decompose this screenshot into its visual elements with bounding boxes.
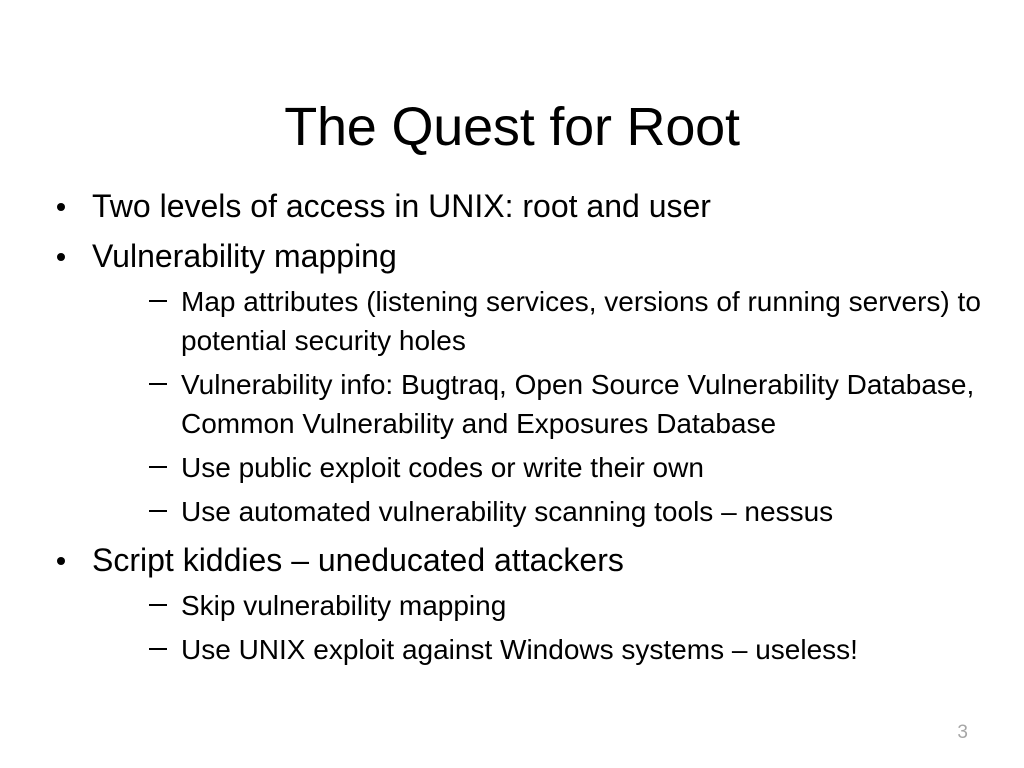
bullet-item-level-2: Map attributes (listening services, vers…: [92, 282, 1010, 360]
bullet-item-level-2: Skip vulnerability mapping: [92, 586, 1010, 625]
bullet-text-level-2: Skip vulnerability mapping: [181, 590, 507, 621]
bullet-dash-icon: [149, 383, 167, 385]
bullet-item-level-2: Use UNIX exploit against Windows systems…: [92, 630, 1010, 669]
bullet-dot-icon: [57, 557, 65, 565]
bullet-item-level-1: Script kiddies – uneducated attackers Sk…: [50, 536, 1010, 669]
bullet-item-level-1: Two levels of access in UNIX: root and u…: [50, 182, 1010, 230]
bullet-dot-icon: [57, 203, 65, 211]
bullet-text-level-1: Script kiddies – uneducated attackers: [92, 542, 624, 578]
bullet-text-level-2: Use automated vulnerability scanning too…: [181, 496, 834, 527]
bullet-text-level-2: Use public exploit codes or write their …: [181, 452, 704, 483]
bullet-text-level-1: Vulnerability mapping: [92, 238, 397, 274]
bullet-dot-icon: [57, 253, 65, 261]
bullet-item-level-2: Vulnerability info: Bugtraq, Open Source…: [92, 365, 1010, 443]
bullet-dash-icon: [149, 648, 167, 650]
slide-body: Two levels of access in UNIX: root and u…: [50, 182, 1010, 674]
bullet-dash-icon: [149, 466, 167, 468]
slide-title: The Quest for Root: [284, 97, 740, 158]
bullet-dash-icon: [149, 510, 167, 512]
bullet-list-level-1: Two levels of access in UNIX: root and u…: [50, 182, 1010, 669]
bullet-list-level-2: Skip vulnerability mapping Use UNIX expl…: [92, 586, 1010, 669]
bullet-text-level-2: Vulnerability info: Bugtraq, Open Source…: [181, 369, 975, 439]
bullet-text-level-2: Use UNIX exploit against Windows systems…: [181, 634, 858, 665]
bullet-dash-icon: [149, 604, 167, 606]
bullet-dash-icon: [149, 300, 167, 302]
page-number: 3: [957, 722, 968, 743]
bullet-text-level-2: Map attributes (listening services, vers…: [181, 286, 981, 356]
bullet-list-level-2: Map attributes (listening services, vers…: [92, 282, 1010, 531]
bullet-text-level-1: Two levels of access in UNIX: root and u…: [92, 188, 711, 224]
bullet-item-level-1: Vulnerability mapping Map attributes (li…: [50, 232, 1010, 531]
bullet-item-level-2: Use automated vulnerability scanning too…: [92, 492, 1010, 531]
bullet-item-level-2: Use public exploit codes or write their …: [92, 448, 1010, 487]
